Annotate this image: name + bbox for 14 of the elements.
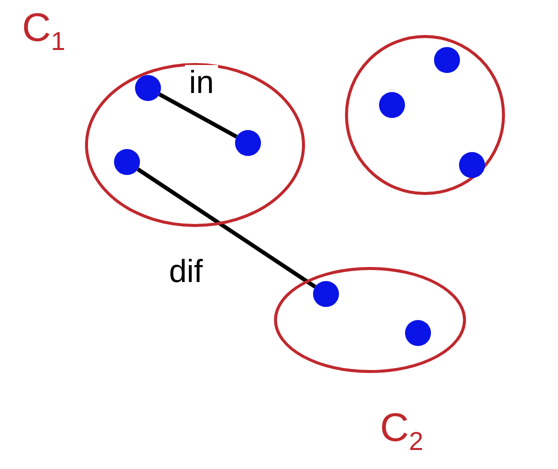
data-point (235, 130, 261, 156)
connector-line (136, 168, 316, 288)
data-point (434, 47, 460, 73)
data-point (459, 152, 485, 178)
data-point (313, 281, 339, 307)
data-point (135, 75, 161, 101)
data-point (379, 92, 405, 118)
cluster-circle (345, 35, 505, 195)
data-point (405, 320, 431, 346)
connector-line (158, 92, 238, 138)
data-point (114, 149, 140, 175)
cluster-label: C$_{1}$ (22, 8, 66, 54)
cluster-ellipse (274, 267, 466, 373)
cluster-label: C$_{2}$ (380, 408, 424, 454)
